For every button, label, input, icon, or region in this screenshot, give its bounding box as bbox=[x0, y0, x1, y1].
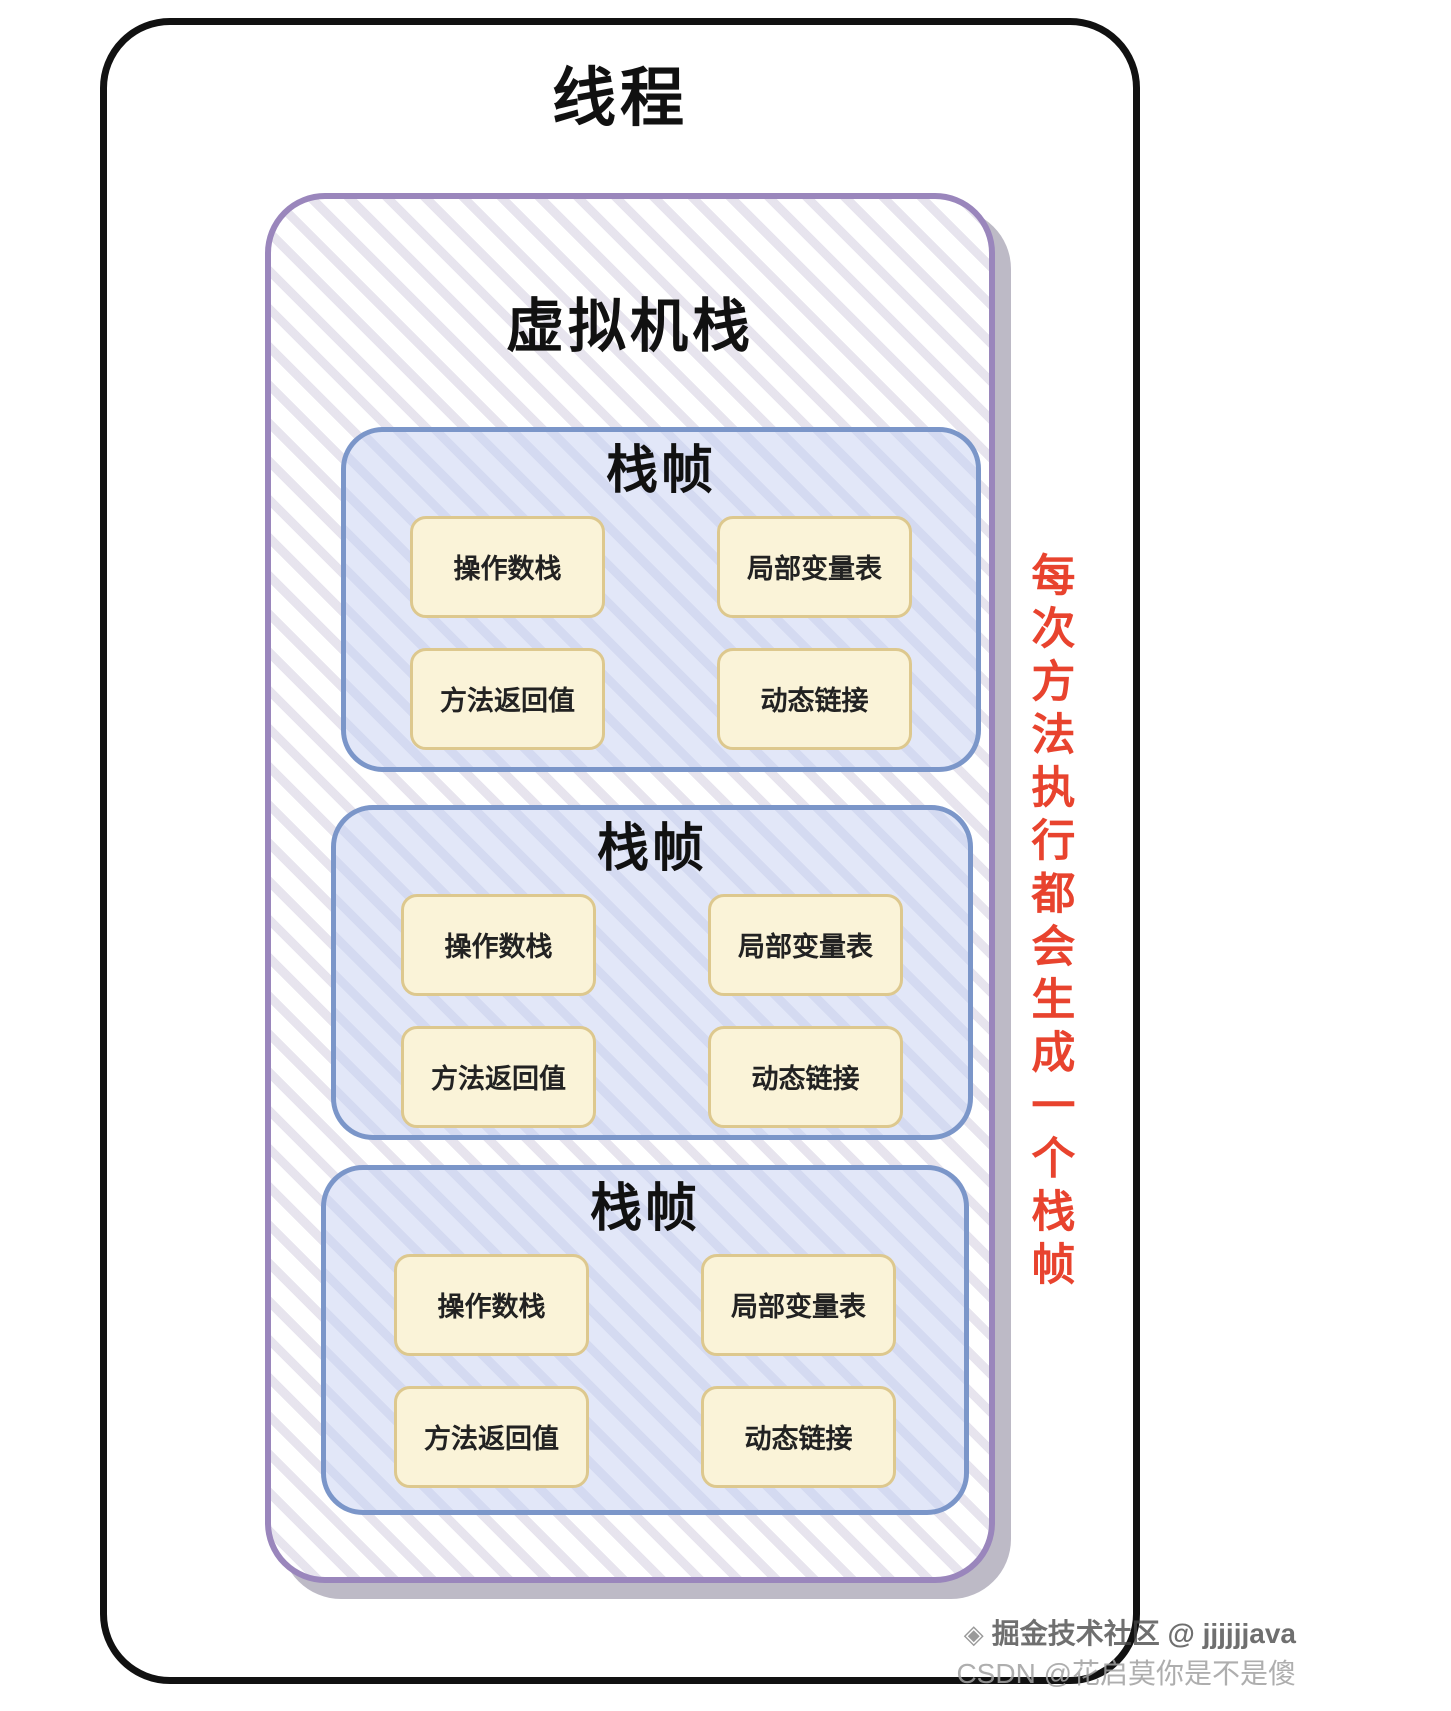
stack-frame-grid: 操作数栈 局部变量表 方法返回值 动态链接 bbox=[326, 1253, 964, 1488]
method-return-value-box: 方法返回值 bbox=[401, 1025, 596, 1128]
vm-stack-title: 虚拟机栈 bbox=[505, 294, 754, 359]
operand-stack-box: 操作数栈 bbox=[394, 1253, 589, 1356]
watermark-juejin: ◈掘金技术社区 @ jjjjjjava bbox=[964, 1612, 1296, 1652]
stack-frame: 栈帧 操作数栈 局部变量表 方法返回值 动态链接 bbox=[341, 427, 981, 772]
local-variable-table-box: 局部变量表 bbox=[701, 1253, 896, 1356]
stack-frame-title: 栈帧 bbox=[596, 820, 707, 878]
dynamic-link-box: 动态链接 bbox=[701, 1385, 896, 1488]
operand-stack-box: 操作数栈 bbox=[410, 515, 605, 618]
dynamic-link-box: 动态链接 bbox=[717, 647, 912, 750]
juejin-logo-icon: ◈ bbox=[963, 1619, 984, 1649]
local-variable-table-box: 局部变量表 bbox=[717, 515, 912, 618]
method-return-value-box: 方法返回值 bbox=[394, 1385, 589, 1488]
vm-stack-box: 虚拟机栈 栈帧 操作数栈 局部变量表 方法返回值 动态链接 栈帧 操作数栈 局部… bbox=[265, 193, 995, 1583]
local-variable-table-box: 局部变量表 bbox=[708, 893, 903, 996]
side-note: 每次方法执行都会生成一个栈帧 bbox=[1024, 552, 1074, 1294]
stack-frame-grid: 操作数栈 局部变量表 方法返回值 动态链接 bbox=[336, 893, 968, 1128]
thread-box: 线程 虚拟机栈 栈帧 操作数栈 局部变量表 方法返回值 动态链接 栈帧 操作数栈… bbox=[100, 18, 1140, 1684]
operand-stack-box: 操作数栈 bbox=[401, 893, 596, 996]
stack-frame: 栈帧 操作数栈 局部变量表 方法返回值 动态链接 bbox=[331, 805, 973, 1140]
stack-frame-title: 栈帧 bbox=[605, 442, 716, 500]
stack-frame-title: 栈帧 bbox=[589, 1180, 700, 1238]
stack-frame: 栈帧 操作数栈 局部变量表 方法返回值 动态链接 bbox=[321, 1165, 969, 1515]
dynamic-link-box: 动态链接 bbox=[708, 1025, 903, 1128]
stack-frame-grid: 操作数栈 局部变量表 方法返回值 动态链接 bbox=[346, 515, 976, 750]
watermark-csdn: CSDN @花启莫你是不是傻 bbox=[956, 1658, 1296, 1689]
watermark-juejin-text: 掘金技术社区 @ jjjjjjava bbox=[991, 1618, 1296, 1649]
thread-title: 线程 bbox=[552, 62, 688, 134]
method-return-value-box: 方法返回值 bbox=[410, 647, 605, 750]
